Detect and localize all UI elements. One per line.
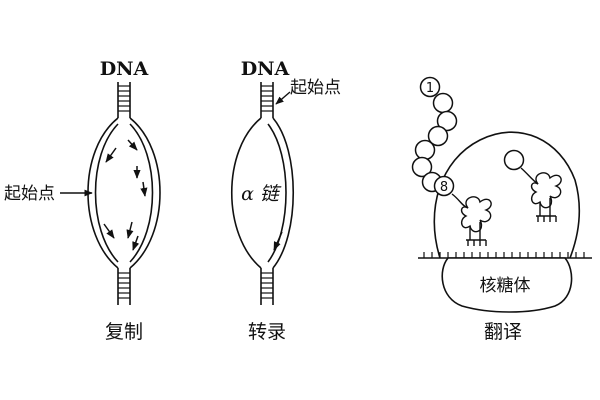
transcription-top-ladder (260, 82, 274, 118)
incoming-amino-acid (503, 149, 525, 171)
transcription-panel: DNA 起始点 α 链 (230, 58, 341, 343)
transcription-chain-label: α 链 (241, 183, 282, 205)
ribosome-label: 核糖体 (480, 276, 531, 296)
transcription-bottom-ladder (260, 268, 274, 305)
replication-panel: DNA 起始点 (4, 58, 161, 343)
replication-bottom-ladder (117, 268, 131, 305)
ribosome-large-subunit (433, 131, 581, 259)
replication-origin-label: 起始点 (4, 184, 55, 204)
transcription-direction-arrow (273, 231, 283, 251)
translation-panel: 核糖体 1 8 翻译 (411, 76, 592, 343)
transcription-coding-strand (272, 117, 295, 269)
trna-bound (451, 193, 492, 246)
transcription-origin-label: 起始点 (290, 78, 341, 98)
first-amino-acid-number: 1 (426, 81, 434, 96)
last-amino-acid-number: 8 (440, 180, 448, 195)
mrna-codon-ticks (423, 252, 585, 258)
replication-arrows (103, 139, 148, 251)
replication-bubble-outer (87, 117, 161, 269)
transcription-dna-label: DNA (241, 58, 290, 80)
ribosome-small-subunit (441, 257, 573, 313)
transcription-template-strand (230, 117, 262, 269)
translation-caption: 翻译 (484, 321, 522, 343)
transcription-caption: 转录 (248, 321, 286, 343)
replication-top-ladder (117, 82, 131, 118)
transcription-origin-pointer (275, 91, 291, 105)
peptide-chain (411, 76, 458, 197)
replication-caption: 复制 (105, 321, 143, 343)
trna-incoming (520, 167, 562, 222)
replication-dna-label: DNA (100, 58, 149, 80)
